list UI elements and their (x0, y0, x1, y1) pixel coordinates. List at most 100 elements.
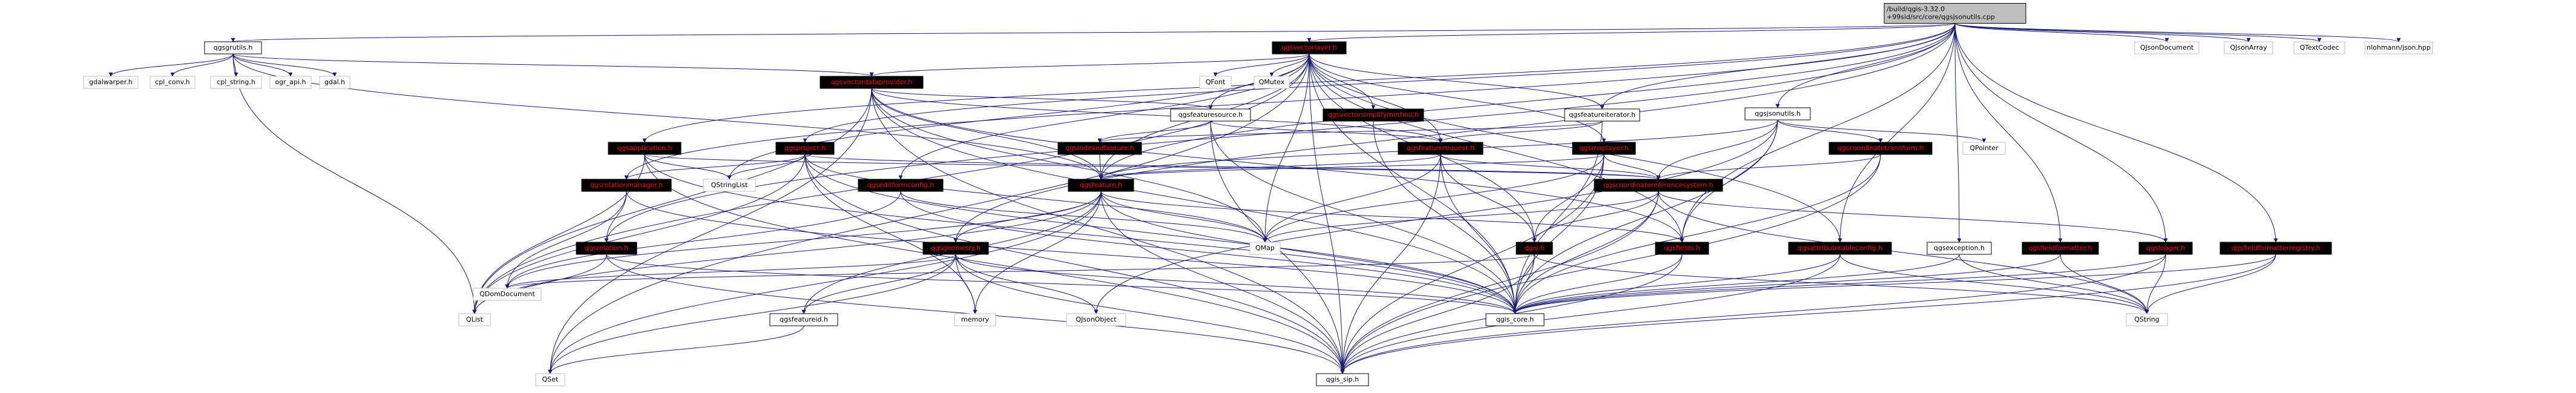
edge-vectorlayer-to-fields (1309, 53, 1684, 243)
node-project[interactable]: qgsproject.h (775, 142, 835, 155)
node-box-fieldformatter (2022, 242, 2099, 255)
edge-logger-to-qstring (2144, 254, 2166, 314)
edge-jsonutils-to-qpointer (1777, 119, 1986, 143)
node-box-qtextcodec (2293, 41, 2345, 54)
edge-crs-to-qgscore (1513, 191, 1659, 314)
node-fieldformatter[interactable]: qgsfieldformatter.h (2022, 242, 2099, 255)
node-box-vectordp (820, 76, 924, 89)
node-box-qgis (1516, 242, 1553, 255)
node-featuresource[interactable]: qgsfeaturesource.h (1170, 108, 1251, 122)
node-exception[interactable]: qgsexception.h (1927, 242, 1992, 255)
edge-feature-to-qset (548, 191, 1102, 374)
edge-relationmgr-to-relation (604, 191, 627, 243)
node-qpointer: QPointer (1962, 142, 2006, 155)
node-vectordp[interactable]: qgsvectordataprovider.h (820, 76, 924, 89)
edge-coordtransform-to-qgscore (1513, 154, 1881, 314)
edge-jsonutils-to-qgscore (1513, 119, 1778, 314)
node-label-qfont: QFont (1206, 78, 1226, 86)
node-qgsrutils[interactable]: qgsgrutils.h (204, 41, 262, 54)
node-jsonutils[interactable]: qgsjsonutils.h (1744, 107, 1811, 121)
node-vectorlayer[interactable]: qgsvectorlayer.h (1272, 41, 1347, 54)
edge-application-to-qstringlist (644, 154, 732, 180)
edge-project-to-relationmgr (624, 154, 806, 180)
node-qgissip[interactable]: qgis_sip.h (1316, 373, 1369, 386)
node-box-qjsonobject (1066, 313, 1126, 326)
node-box-logger (2138, 242, 2193, 255)
edge-attrtable-to-qstring (1839, 254, 2149, 314)
node-box-qjsonarray (2224, 41, 2273, 54)
node-box-memory (954, 313, 996, 326)
node-label-qset: QSet (542, 375, 559, 383)
node-box-featuresource (1170, 108, 1251, 122)
node-box-maplayer (1572, 142, 1636, 155)
edge-featuresource-to-featurerequest (1210, 121, 1443, 143)
node-geometry[interactable]: qgsgeometry.h (922, 242, 989, 255)
edge-vectorlayer-to-qfont (1213, 53, 1310, 77)
edge-root-to-ffregistry (1954, 23, 2278, 243)
node-application[interactable]: qgsapplication.h (608, 142, 682, 155)
edge-qgsrutils-to-gdal (232, 53, 337, 77)
node-gdalwarper: gdalwarper.h (83, 76, 139, 89)
node-label-editformconfig: qgseditformconfig.h (867, 181, 935, 189)
edge-logger-to-qgissip (1340, 254, 2166, 374)
edge-project-to-qmap (804, 154, 1267, 243)
edge-root-to-logger (1954, 23, 2168, 243)
edge-featureiterator-to-indexedfeature (1097, 121, 1603, 143)
node-qgscore[interactable]: qgis_core.h (1485, 313, 1545, 326)
edge-featurerequest-to-crs (1440, 154, 1661, 180)
node-qtextcodec: QTextCodec (2293, 41, 2345, 54)
edge-geometry-to-qdomdoc (505, 254, 956, 289)
node-box-jsonutils (1744, 107, 1811, 121)
node-relationmgr[interactable]: qgsrelationmanager.h (581, 179, 672, 192)
edge-editformconfig-to-qmap (900, 191, 1267, 243)
node-label-qdomdoc: QDomDocument (479, 290, 535, 298)
node-feature[interactable]: qgsfeature.h (1068, 179, 1134, 192)
node-label-gdal: gdal.h (324, 78, 345, 86)
edge-simplify-to-qgscore (1373, 121, 1517, 314)
edge-vectordp-to-fields (871, 88, 1684, 243)
edge-geometry-to-qgscore (955, 254, 1517, 314)
node-label-indexedfeature: qgsindexedfeature.h (1065, 144, 1134, 152)
node-attrtable[interactable]: qgsattributetableconfig.h (1788, 242, 1892, 255)
edge-crs-to-qmap (1263, 191, 1659, 243)
node-label-exception: qgsexception.h (1934, 244, 1985, 252)
node-box-qpointer (1962, 142, 2006, 155)
node-coordtransform[interactable]: qgscoordinatetransform.h (1828, 142, 1933, 155)
node-label-relation: qgsrelation.h (585, 244, 628, 252)
edge-qgsrutils-to-qlist (232, 53, 477, 314)
node-box-qlist (458, 313, 491, 326)
node-crs[interactable]: qgscoordinatereferencesystem.h (1594, 179, 1723, 192)
node-ffregistry[interactable]: qgsfieldformatterregistry.h (2220, 242, 2332, 255)
edge-crs-to-logger (1658, 191, 2168, 243)
edge-maplayer-to-qgis (1532, 154, 1605, 243)
node-indexedfeature[interactable]: qgsindexedfeature.h (1057, 142, 1142, 155)
node-featureid[interactable]: qgsfeatureid.h (769, 313, 838, 326)
node-logger[interactable]: qgslogger.h (2138, 242, 2193, 255)
edge-vectorlayer-to-vectordp (869, 53, 1310, 77)
node-label-logger: qgslogger.h (2146, 244, 2185, 252)
node-label-qgsrutils: qgsgrutils.h (214, 44, 253, 51)
node-featureiterator[interactable]: qgsfeatureiterator.h (1564, 108, 1640, 122)
node-label-feature: qgsfeature.h (1080, 181, 1122, 189)
node-label-qtextcodec: QTextCodec (2299, 44, 2339, 51)
edge-logger-to-qgscore (1513, 254, 2166, 314)
node-simplify[interactable]: qgsvectorsimplifymethod.h (1322, 108, 1424, 122)
node-relation[interactable]: qgsrelation.h (576, 242, 637, 255)
node-featurerequest[interactable]: qgsfeaturerequest.h (1398, 142, 1484, 155)
node-label-qgissip: qgis_sip.h (1326, 375, 1359, 383)
node-label-qjsondoc: QJsonDocument (2140, 44, 2194, 51)
edge-root-to-fieldformatter (1954, 23, 2063, 243)
node-qlist: QList (458, 313, 491, 326)
edge-jsonutils-to-crs (1656, 119, 1778, 180)
node-box-gdal (319, 76, 350, 89)
edge-qgsrutils-to-cplconv (170, 53, 234, 77)
edge-editformconfig-to-qdomdoc (505, 191, 901, 289)
node-fields[interactable]: qgsfields.h (1655, 242, 1709, 255)
edge-vectorlayer-to-featurerequest (1309, 53, 1443, 143)
node-maplayer[interactable]: qgsmaplayer.h (1572, 142, 1636, 155)
node-editformconfig[interactable]: qgseditformconfig.h (858, 179, 944, 192)
node-root[interactable]: /build/qgis-3.32.0+99sid/src/core/qgsjso… (1884, 3, 2026, 24)
node-qdomdoc: QDomDocument (473, 288, 542, 301)
node-qgis[interactable]: qgis.h (1516, 242, 1553, 255)
